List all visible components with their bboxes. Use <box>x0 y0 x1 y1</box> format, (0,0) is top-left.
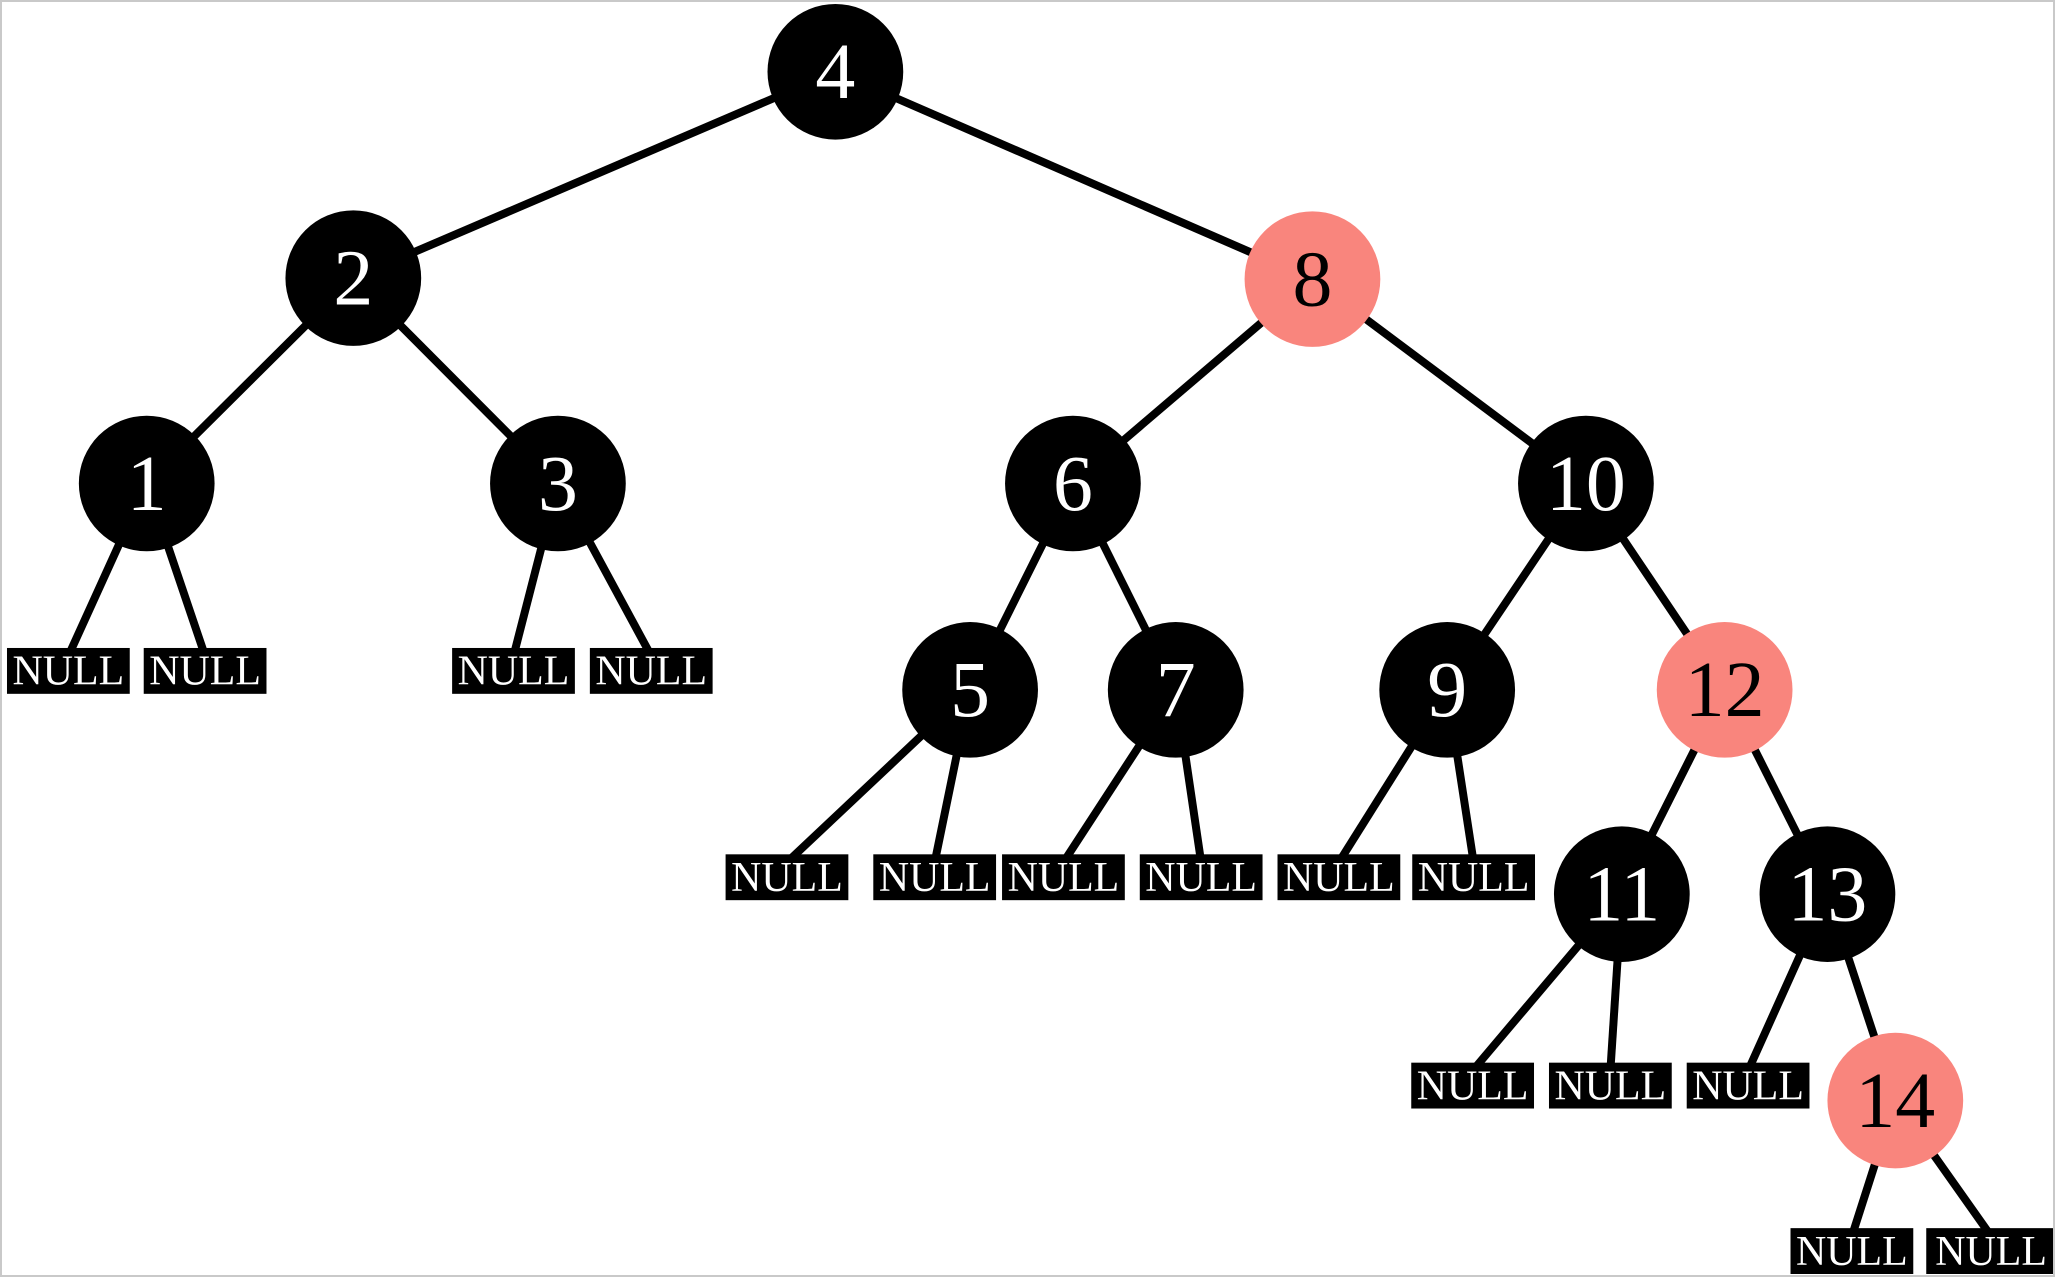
tree-node-label: 8 <box>1292 235 1332 323</box>
null-leaf-null-5L: NULL <box>725 854 849 901</box>
tree-node-label: 13 <box>1788 851 1868 939</box>
black-node-circle <box>1379 622 1516 758</box>
null-leaf-null-9L: NULL <box>1277 854 1401 901</box>
tree-node-label: 4 <box>815 28 855 116</box>
tree-node-3: 3 <box>490 415 626 552</box>
null-leaf-box <box>1548 1062 1672 1109</box>
null-leaf-null-1L: NULL <box>6 647 130 695</box>
black-node-circle <box>767 3 904 140</box>
null-leaf-box <box>1686 1062 1810 1109</box>
null-leaf-null-3R: NULL <box>589 647 713 695</box>
red-node-circle <box>1656 622 1793 758</box>
null-leaf-label: NULL <box>1692 1063 1804 1109</box>
null-leaf-null-7L: NULL <box>1002 854 1125 901</box>
null-leaf-box <box>589 647 713 694</box>
null-leaf-box <box>452 647 575 694</box>
null-leaf-label: NULL <box>731 855 843 901</box>
tree-node-2: 2 <box>285 210 422 346</box>
null-leaf-box <box>1790 1228 1914 1275</box>
tree-node-label: 14 <box>1855 1057 1935 1145</box>
null-leaf-label: NULL <box>1008 855 1120 901</box>
black-node-circle <box>490 415 626 552</box>
null-leaf-label: NULL <box>1935 1229 2047 1275</box>
null-leaf-null-14R: NULL <box>1926 1228 2053 1275</box>
null-leaf-box <box>1412 854 1536 901</box>
null-leaf-label: NULL <box>1145 855 1257 901</box>
null-leaf-null-7R: NULL <box>1139 854 1263 901</box>
tree-node-label: 12 <box>1685 646 1765 734</box>
tree-node-11: 11 <box>1553 826 1690 962</box>
tree-node-label: 9 <box>1427 646 1467 734</box>
black-node-circle <box>1553 826 1690 962</box>
red-node-circle <box>1244 211 1381 347</box>
null-leaf-box <box>725 854 849 901</box>
tree-node-label: 6 <box>1053 440 1093 528</box>
null-leaf-label: NULL <box>458 649 570 695</box>
tree-node-8: 8 <box>1244 211 1381 347</box>
black-node-circle <box>285 210 422 346</box>
null-leaf-box <box>1002 854 1125 901</box>
null-leaf-label: NULL <box>595 649 707 695</box>
null-leaf-null-9R: NULL <box>1412 854 1536 901</box>
tree-node-13: 13 <box>1759 826 1896 962</box>
null-leaf-label: NULL <box>13 649 125 695</box>
tree-node-label: 11 <box>1583 851 1660 939</box>
null-leaf-box <box>1411 1062 1535 1109</box>
null-leaf-null-13L: NULL <box>1686 1062 1810 1109</box>
tree-node-label: 10 <box>1546 440 1626 528</box>
tree-node-6: 6 <box>1005 415 1141 552</box>
tree-node-label: 2 <box>333 234 373 322</box>
tree-node-12: 12 <box>1656 622 1793 758</box>
black-node-circle <box>902 622 1038 758</box>
black-node-circle <box>1005 415 1141 552</box>
tree-node-label: 5 <box>950 646 990 734</box>
null-leaf-null-14L: NULL <box>1790 1228 1914 1275</box>
black-node-circle <box>1518 415 1654 552</box>
black-node-circle <box>1759 826 1896 962</box>
null-leaf-label: NULL <box>1418 855 1530 901</box>
tree-node-label: 1 <box>127 440 167 528</box>
black-node-circle <box>78 415 215 552</box>
tree-node-10: 10 <box>1518 415 1654 552</box>
null-leaf-box <box>1139 854 1263 901</box>
null-leaf-null-3L: NULL <box>452 647 575 695</box>
null-leaf-null-5R: NULL <box>873 854 997 901</box>
null-leaf-label: NULL <box>1417 1063 1529 1109</box>
tree-node-14: 14 <box>1827 1032 1964 1169</box>
tree-node-label: 3 <box>538 440 578 528</box>
null-leaf-label: NULL <box>879 855 991 901</box>
null-leaf-box <box>143 647 267 694</box>
null-leaf-box <box>6 647 130 694</box>
tree-node-4: 4 <box>767 3 904 140</box>
null-leaf-null-11R: NULL <box>1548 1062 1672 1109</box>
null-leaf-label: NULL <box>1283 855 1395 901</box>
null-leaf-null-1R: NULL <box>143 647 267 695</box>
null-leaf-label: NULL <box>1796 1229 1908 1275</box>
tree-edge-n4-n2 <box>351 68 837 282</box>
null-leaf-box <box>873 854 997 901</box>
tree-node-5: 5 <box>902 622 1038 758</box>
null-leaf-label: NULL <box>1555 1063 1667 1109</box>
tree-node-9: 9 <box>1379 622 1516 758</box>
null-leaf-box <box>1926 1228 2053 1275</box>
null-leaf-null-11L: NULL <box>1411 1062 1535 1109</box>
null-leaf-label: NULL <box>149 649 261 695</box>
tree-node-label: 7 <box>1156 646 1196 734</box>
tree-edge-n4-n8 <box>833 68 1315 283</box>
black-node-circle <box>1107 622 1244 758</box>
red-node-circle <box>1827 1032 1964 1169</box>
null-leaf-box <box>1277 854 1401 901</box>
tree-node-1: 1 <box>78 415 215 552</box>
tree-node-7: 7 <box>1107 622 1244 758</box>
